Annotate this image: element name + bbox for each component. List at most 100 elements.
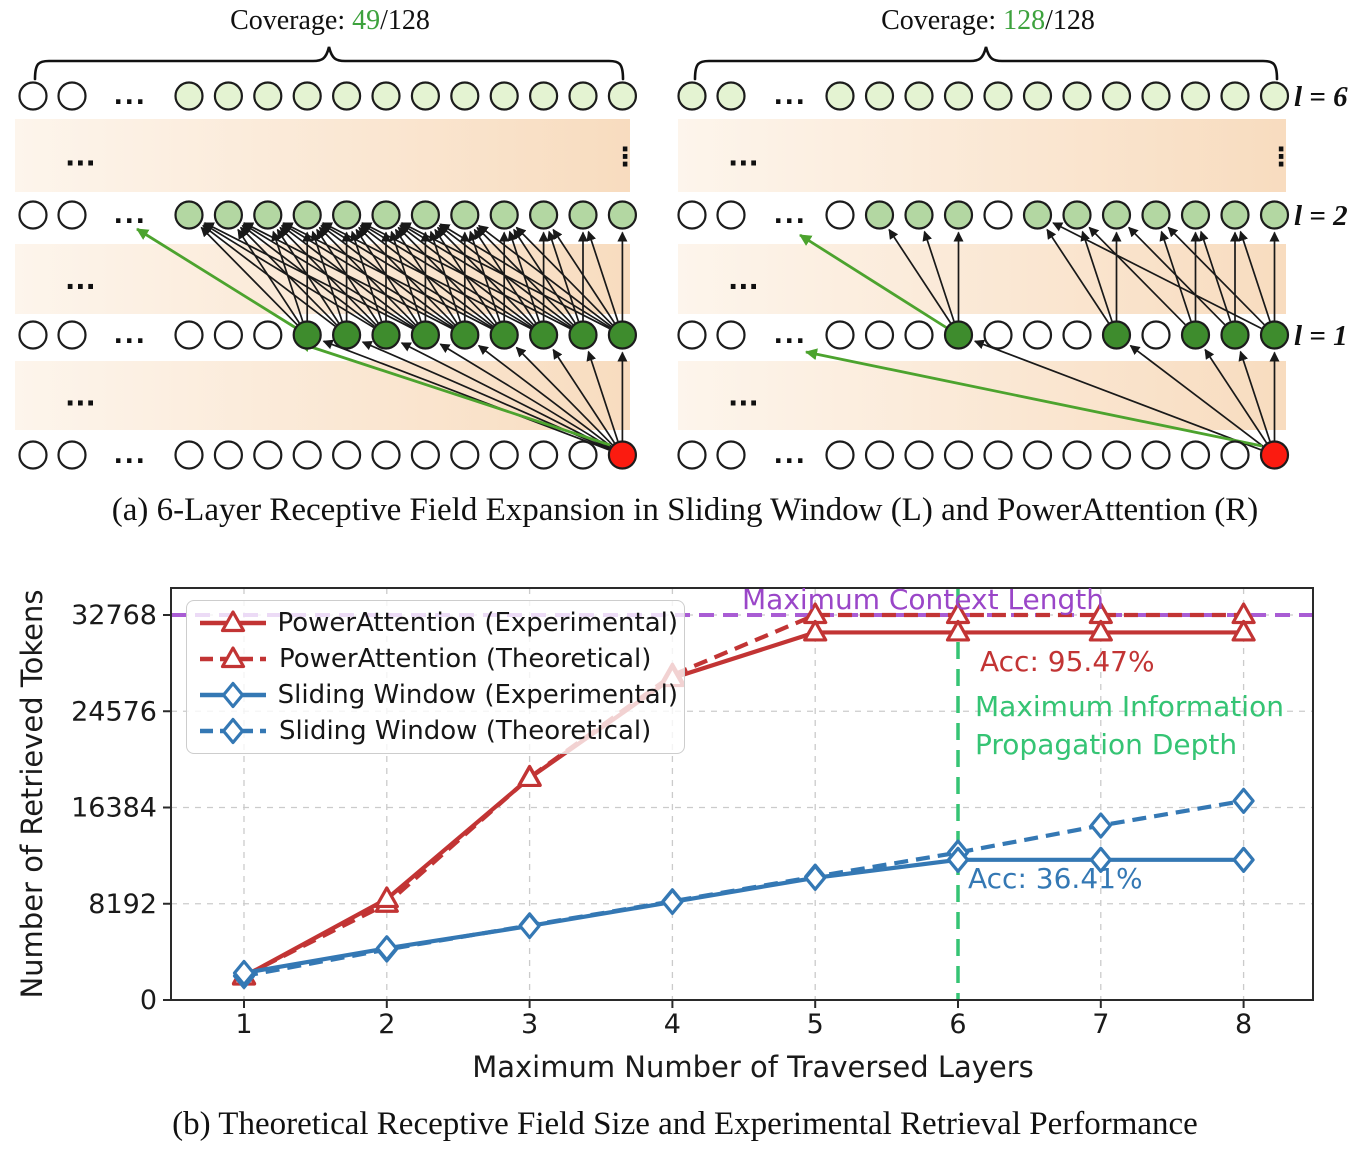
token-circle — [450, 200, 480, 230]
token-circle — [1141, 200, 1171, 230]
token-circle — [825, 81, 855, 111]
x-tick-label: 6 — [949, 1009, 966, 1040]
legend-label: PowerAttention (Theoretical) — [279, 644, 652, 674]
token-circle — [213, 81, 243, 111]
extended-reach-arrow — [799, 233, 948, 330]
x-tick-label: 5 — [807, 1009, 824, 1040]
token-circle — [450, 440, 480, 470]
coverage-total: /128 — [380, 5, 430, 36]
layer-band — [15, 119, 630, 192]
token-row-l6: ... — [677, 81, 1290, 111]
row-label-l2: l = 2 — [1294, 200, 1348, 232]
token-circle — [1259, 440, 1290, 470]
token-circle — [1022, 81, 1053, 111]
token-row-l2: ... — [677, 200, 1290, 230]
token-circle — [450, 320, 480, 350]
token-row-l2: ... — [18, 200, 638, 230]
token-circle — [410, 440, 440, 470]
ellipsis-row: ... — [114, 200, 147, 229]
token-circle — [825, 440, 855, 470]
token-circle — [677, 320, 707, 350]
token-circle — [1180, 200, 1211, 230]
ellipsis-band: ... — [65, 382, 96, 413]
ellipsis-band: ... — [728, 142, 759, 173]
token-row-l0: ... — [18, 440, 638, 470]
legend-label: PowerAttention (Experimental) — [277, 608, 678, 638]
token-circle — [607, 440, 638, 470]
series-sliding-window-experimental — [232, 846, 1255, 987]
token-circle — [904, 440, 934, 470]
token-circle — [716, 440, 746, 470]
chart-legend: PowerAttention (Experimental) PowerAtten… — [186, 600, 685, 754]
token-circle — [174, 440, 204, 470]
coverage-label-right: Coverage: 128/128 — [818, 5, 1158, 37]
token-circle — [1141, 320, 1171, 350]
token-circle — [18, 200, 48, 230]
annotation-acc-sliding-window: Acc: 36.41% — [968, 862, 1143, 895]
y-tick-label: 16384 — [71, 793, 157, 824]
legend-item-sliding-theoretical: Sliding Window (Theoretical) — [197, 714, 678, 748]
reference-lines — [171, 588, 1313, 1000]
coverage-value: 128 — [1003, 5, 1046, 36]
coverage-prefix: Coverage: — [881, 5, 1004, 36]
token-circle — [253, 320, 283, 350]
token-circle — [716, 320, 746, 350]
y-tick-label: 0 — [140, 985, 157, 1016]
legend-marker-power-experimental — [200, 610, 266, 633]
token-circle — [528, 440, 559, 470]
legend-marker-sliding-theoretical — [200, 717, 266, 745]
token-circle — [1180, 81, 1211, 111]
y-tick-label: 8192 — [88, 889, 157, 920]
token-row-l1: ... — [677, 320, 1290, 350]
token-circle — [1259, 200, 1290, 230]
layer-band — [15, 361, 630, 430]
ellipsis-row: ... — [114, 81, 147, 110]
token-circle — [943, 200, 974, 230]
ellipsis-band: ... — [728, 382, 759, 413]
token-circle — [983, 440, 1013, 470]
token-circle — [1259, 81, 1290, 111]
layer-band — [678, 361, 1286, 430]
token-circle — [174, 320, 204, 350]
row-label-l6: l = 6 — [1294, 81, 1348, 113]
legend-item-power-theoretical: PowerAttention (Theoretical) — [197, 642, 678, 676]
diagram-layer: ...⋮.....................⋮..............… — [15, 46, 1294, 470]
token-circle — [489, 200, 519, 230]
token-circle — [371, 200, 401, 230]
x-tick-label: 2 — [378, 1009, 395, 1040]
token-circle — [864, 200, 895, 230]
token-circle — [292, 440, 322, 470]
token-circle — [1180, 440, 1211, 470]
token-circle — [825, 200, 855, 230]
token-circle — [1101, 320, 1132, 350]
ellipsis-row: ... — [774, 320, 807, 349]
vertical-ellipsis: ⋮ — [612, 143, 638, 173]
token-circle — [450, 81, 480, 111]
token-circle — [489, 81, 519, 111]
ellipsis-row: ... — [774, 81, 807, 110]
token-circle — [57, 81, 87, 111]
token-circle — [1141, 440, 1171, 470]
token-circle — [1101, 440, 1132, 470]
x-tick-label: 7 — [1092, 1009, 1109, 1040]
token-circle — [983, 200, 1013, 230]
vertical-ellipsis: ⋮ — [1268, 143, 1294, 173]
token-row-l0: ... — [677, 440, 1290, 470]
token-circle — [1062, 320, 1092, 350]
coverage-total: /128 — [1045, 5, 1095, 36]
annotation-max-depth-line1: Maximum Information — [975, 690, 1284, 723]
token-circle — [943, 440, 974, 470]
legend-label: Sliding Window (Theoretical) — [279, 716, 652, 746]
legend-item-power-experimental: PowerAttention (Experimental) — [197, 606, 678, 640]
token-circle — [568, 81, 598, 111]
token-circle — [1022, 440, 1053, 470]
annotation-max-context-length: Maximum Context Length — [742, 583, 1104, 616]
legend-item-sliding-experimental: Sliding Window (Experimental) — [197, 678, 678, 712]
token-circle — [332, 320, 362, 350]
ellipsis-band: ... — [65, 142, 96, 173]
annotation-acc-powerattention: Acc: 95.47% — [980, 645, 1155, 678]
legend-marker-power-theoretical — [200, 646, 266, 669]
x-tick-label: 8 — [1235, 1009, 1252, 1040]
token-circle — [489, 440, 519, 470]
